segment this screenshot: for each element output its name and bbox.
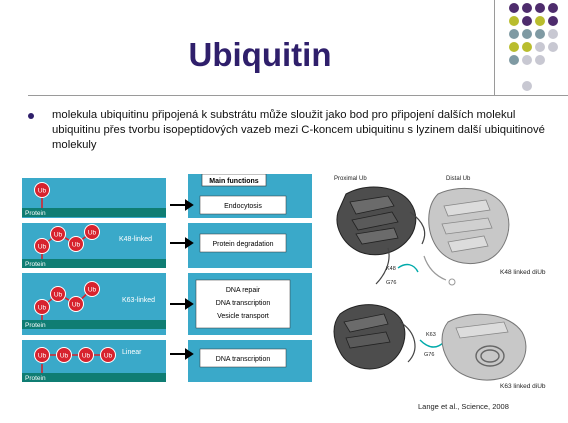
ub-label: Ub [72,302,81,309]
g76-residue-label-top: G76 [386,280,396,286]
k63-diub-structure [333,304,527,381]
g76-residue-label-bottom: G76 [424,352,434,358]
ub-icon [68,236,84,252]
ub-icon [84,224,100,240]
decorative-dot [548,16,558,26]
function-box-4 [199,348,287,368]
decorative-dot [548,42,558,52]
divider-vertical [494,0,495,96]
k63-diub-caption: K63 linked diUb [500,383,546,390]
ub-label: Ub [82,353,91,360]
linkage-label-linear: Linear [122,349,142,356]
divider-horizontal [28,95,568,96]
protein-label-4: Protein [25,375,46,382]
ubiquitin-chain-diagram: Main functions Endocytosis Protein degra… [22,174,312,382]
decorative-dot [509,55,519,65]
ub-label: Ub [88,287,97,294]
arrows [170,199,194,360]
ub-label: Ub [72,242,81,249]
decorative-dot-grid [509,3,558,91]
k48-residue-label: K48 [386,266,396,272]
decorative-dot [535,3,545,13]
ub-label: Ub [88,230,97,237]
bullet-item: molekula ubiquitinu připojená k substrát… [26,108,546,153]
decorative-dot [535,42,545,52]
decorative-dot [522,42,532,52]
decorative-dot [535,16,545,26]
function-dna-repair: DNA repair [226,287,261,294]
protein-bar-1 [22,208,166,217]
decorative-dot [548,3,558,13]
ub-icon [68,296,84,312]
decorative-dot [548,29,558,39]
main-functions-header-box [201,174,267,187]
ub-icon [34,347,50,363]
citation: Lange et al., Science, 2008 [418,402,509,411]
decorative-dot [509,29,519,39]
function-endocytosis: Endocytosis [224,203,262,210]
decorative-dot [522,3,532,13]
ub-group-row-2: Ub Ub Ub Ub [34,224,100,254]
function-linear-dna-transcription: DNA transcription [216,356,271,363]
function-vesicle-transport: Vesicle transport [217,313,269,320]
protein-bar-2 [22,259,166,268]
ub-label: Ub [104,353,113,360]
ub-icon [50,286,66,302]
ub-label: Ub [38,353,47,360]
distal-ub-label: Distal Ub [446,176,471,182]
diubiquitin-structure-figure: Proximal Ub Distal Ub K48 G76 K48 linked… [328,172,556,392]
k48-diub-caption: K48 linked diUb [500,269,546,276]
ub-label: Ub [54,292,63,299]
ub-label: Ub [38,244,47,251]
bullet-dot-icon [28,113,34,119]
protein-label-1: Protein [25,210,46,217]
protein-bar-4 [22,373,166,382]
linkage-label-k48: K48-linked [119,236,152,243]
ub-icon [78,347,94,363]
proximal-ub-label: Proximal Ub [334,176,367,182]
ub-icon [84,281,100,297]
k48-diub-structure [336,186,510,286]
function-box-1 [199,195,287,215]
ub-label: Ub [54,232,63,239]
decorative-dot [522,81,532,91]
ub-group-row-3: Ub Ub Ub Ub [34,281,100,315]
decorative-dot [522,29,532,39]
k63-residue-label: K63 [426,332,436,338]
protein-bar-3 [22,320,166,329]
decorative-dot [535,55,545,65]
function-protein-degradation: Protein degradation [212,241,273,248]
ub-icon [34,182,50,198]
function-box-2 [199,233,287,253]
function-dna-transcription: DNA transcription [216,300,271,307]
protein-label-3: Protein [25,322,46,329]
linkage-label-k63: K63-linked [122,297,155,304]
decorative-dot [522,55,532,65]
ub-group-row-1: Ub [34,182,50,198]
ub-icon [56,347,72,363]
main-functions-header: Main functions [209,178,258,185]
ub-label: Ub [60,353,69,360]
ub-label: Ub [38,305,47,312]
slide-title: Ubiquitin [188,36,332,73]
bullet-text: molekula ubiquitinu připojená k substrát… [52,109,545,151]
ub-icon [34,299,50,315]
function-box-3 [195,279,291,329]
protein-label-2: Protein [25,261,46,268]
ub-icon [50,226,66,242]
ub-label: Ub [38,188,47,195]
decorative-dot [509,16,519,26]
decorative-dot [509,42,519,52]
decorative-dot [522,16,532,26]
ub-group-row-4: Ub Ub Ub Ub [34,347,116,363]
ub-icon [100,347,116,363]
decorative-dot [509,3,519,13]
ub-icon [34,238,50,254]
decorative-dot [535,29,545,39]
